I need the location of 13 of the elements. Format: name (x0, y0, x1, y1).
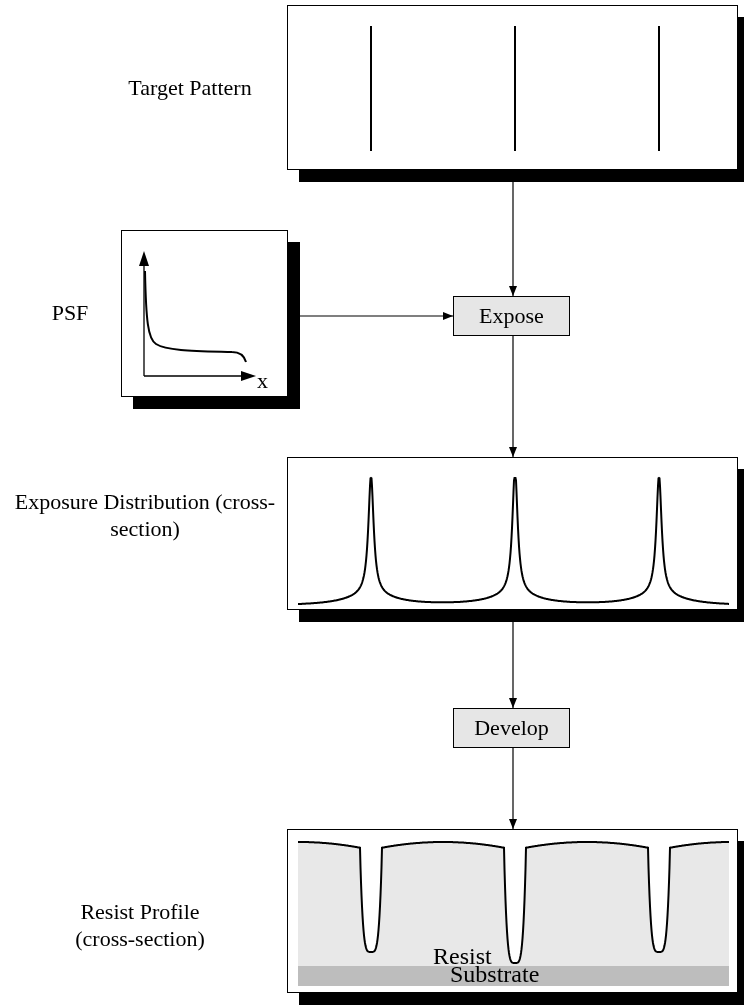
arrow (509, 747, 517, 830)
arrow (509, 335, 517, 458)
axis-label: x (257, 369, 268, 393)
arrow (299, 312, 454, 320)
substrate-layer (298, 966, 729, 986)
arrow (509, 181, 517, 297)
node-label: Target Pattern (127, 74, 253, 101)
node-label: PSF (50, 299, 90, 326)
node-label: Exposure Distribution (cross-section) (13, 488, 277, 542)
process-box: Develop (453, 708, 570, 748)
arrow (509, 621, 517, 709)
process-box: Expose (453, 296, 570, 336)
node-label: Resist Profile (cross-section) (74, 898, 206, 952)
